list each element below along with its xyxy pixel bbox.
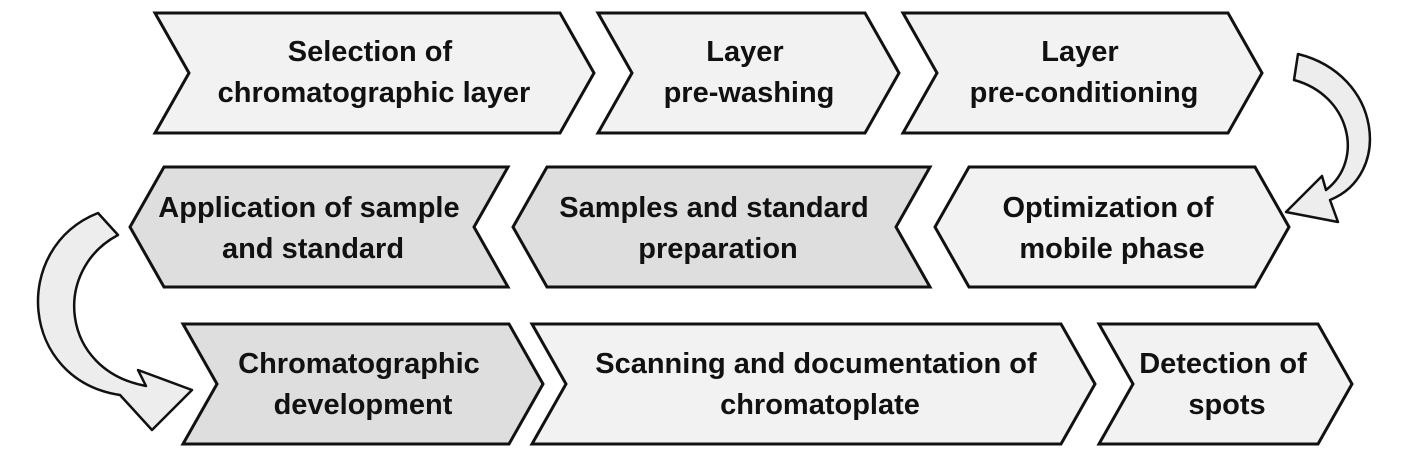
step-prewashing-line-1: Layer bbox=[706, 36, 783, 68]
step-optimization-line-1: Optimization of bbox=[1002, 192, 1213, 224]
step-scanning-line-1: Scanning and documentation of bbox=[595, 348, 1037, 380]
step-optimization: Optimization of mobile phase bbox=[933, 165, 1291, 289]
step-application-shape bbox=[128, 165, 511, 289]
step-preconditioning: Layer pre-conditioning bbox=[900, 11, 1264, 135]
step-optimization-label: Optimization of mobile phase bbox=[1002, 192, 1221, 265]
step-preparation-line-2: preparation bbox=[638, 233, 798, 265]
step-prewashing-shape bbox=[595, 11, 901, 135]
step-prewashing-line-2: pre-washing bbox=[664, 77, 835, 109]
step-application-label: Application of sample and standard bbox=[158, 192, 467, 265]
step-detection: Detection of spots bbox=[1096, 322, 1354, 446]
step-selection: Selection of chromatographic layer bbox=[152, 11, 596, 135]
step-preparation-label: Samples and standard preparation bbox=[559, 192, 877, 265]
step-preparation-shape bbox=[511, 165, 933, 289]
step-preparation-line-1: Samples and standard bbox=[559, 192, 868, 224]
step-application: Application of sample and standard bbox=[128, 165, 511, 289]
step-detection-line-2: spots bbox=[1188, 389, 1265, 421]
step-selection-shape bbox=[152, 11, 596, 135]
curved-arrow-left bbox=[36, 211, 194, 432]
step-prewashing-label: Layer pre-washing bbox=[664, 36, 835, 109]
step-development-shape bbox=[180, 322, 545, 446]
step-application-line-1: Application of sample bbox=[158, 192, 459, 224]
step-scanning: Scanning and documentation of chromatopl… bbox=[529, 322, 1097, 446]
step-development-line-2: development bbox=[274, 389, 453, 421]
step-selection-line-2: chromatographic layer bbox=[218, 77, 531, 109]
step-development-label: Chromatographic development bbox=[238, 348, 488, 421]
step-development: Chromatographic development bbox=[180, 322, 545, 446]
step-preconditioning-line-1: Layer bbox=[1041, 36, 1118, 68]
step-scanning-shape bbox=[529, 322, 1097, 446]
step-preconditioning-line-2: pre-conditioning bbox=[970, 77, 1199, 109]
step-selection-label: Selection of chromatographic layer bbox=[218, 36, 531, 109]
step-scanning-label: Scanning and documentation of chromatopl… bbox=[595, 348, 1045, 421]
step-preconditioning-shape bbox=[900, 11, 1264, 135]
curved-arrow-right bbox=[1284, 52, 1372, 224]
step-application-line-2: and standard bbox=[222, 233, 404, 265]
step-prewashing: Layer pre-washing bbox=[595, 11, 901, 135]
step-selection-line-1: Selection of bbox=[288, 36, 453, 68]
step-detection-shape bbox=[1096, 322, 1354, 446]
step-detection-line-1: Detection of bbox=[1139, 348, 1307, 380]
step-development-line-1: Chromatographic bbox=[238, 348, 480, 380]
step-preparation: Samples and standard preparation bbox=[511, 165, 933, 289]
step-scanning-line-2: chromatoplate bbox=[720, 389, 920, 421]
step-detection-label: Detection of spots bbox=[1139, 348, 1315, 421]
step-optimization-shape bbox=[933, 165, 1291, 289]
step-optimization-line-2: mobile phase bbox=[1019, 233, 1204, 265]
step-preconditioning-label: Layer pre-conditioning bbox=[970, 36, 1199, 109]
